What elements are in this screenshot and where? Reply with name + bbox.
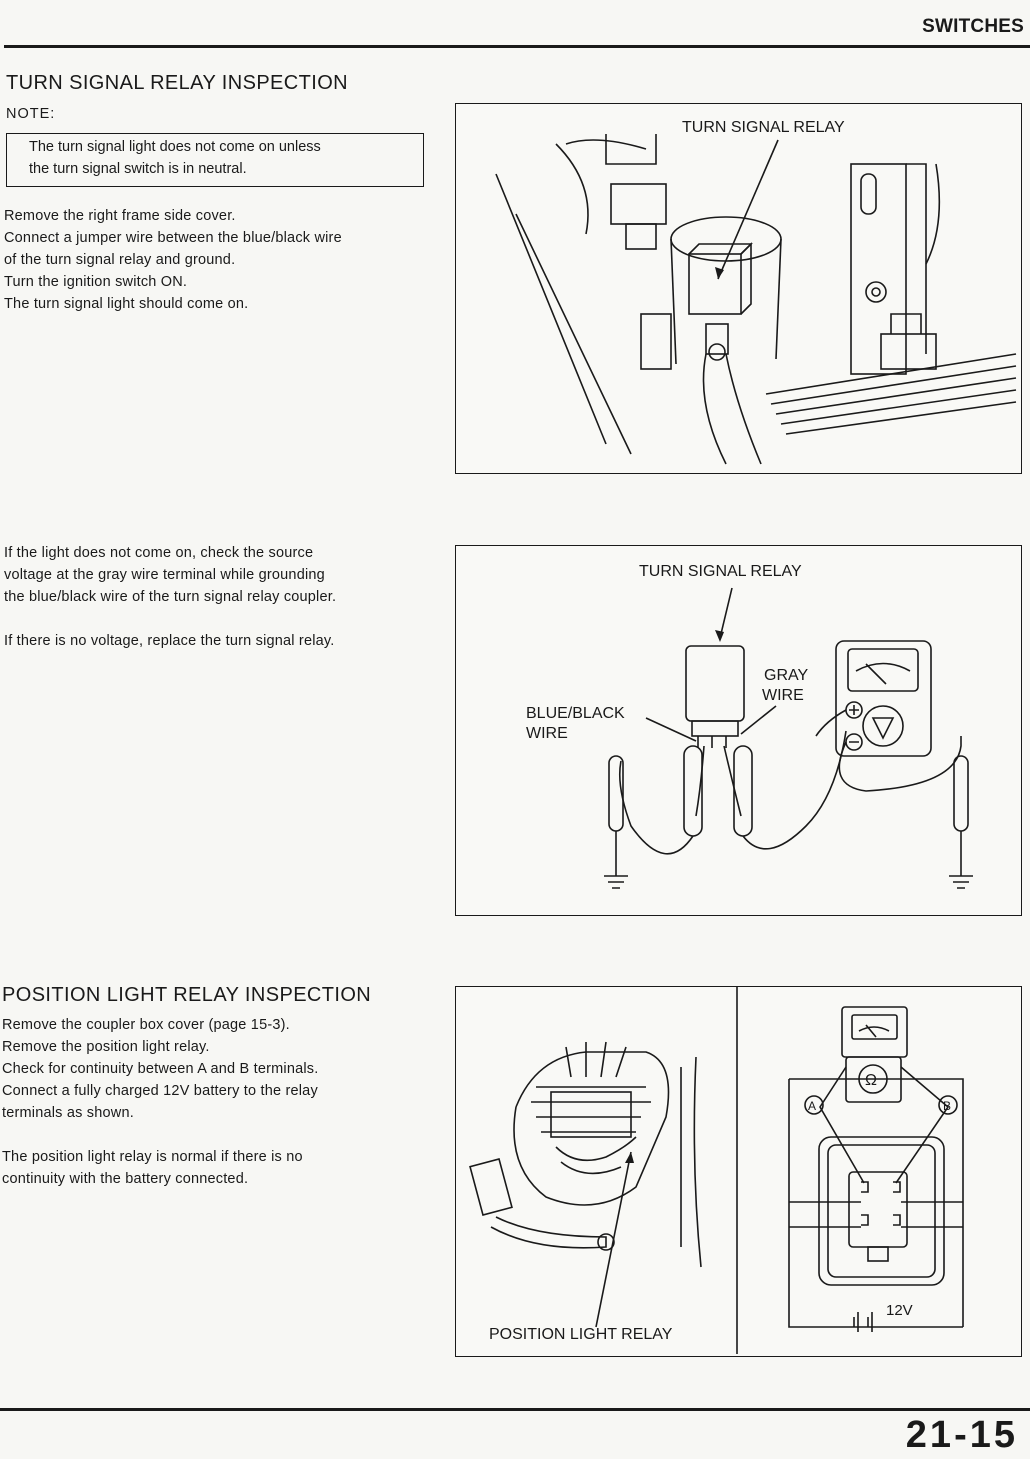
footer-rule: [0, 1408, 1030, 1411]
note-line: the turn signal switch is in neutral.: [29, 161, 247, 177]
position-light-heading: POSITION LIGHT RELAY INSPECTION: [2, 984, 372, 1006]
step-line: Remove the coupler box cover (page 15-3)…: [2, 1017, 290, 1033]
section-title: SWITCHES: [922, 16, 1024, 37]
figure-voltage-check: TURN SIGNAL RELAY GRAY WIRE BLUE/BLACK W…: [455, 545, 1022, 916]
note-line: The turn signal light does not come on u…: [29, 139, 321, 155]
step-line: Remove the right frame side cover.: [4, 208, 236, 224]
ohm-symbol: Ω: [865, 1072, 877, 1089]
relay-location-illustration: TURN SIGNAL RELAY: [495, 119, 1017, 465]
fig2-relay-label: TURN SIGNAL RELAY: [639, 563, 802, 580]
figure-position-light-relay: POSITION LIGHT RELAY A B 12V Ω: [455, 986, 1022, 1357]
fig3-relay-label: POSITION LIGHT RELAY: [489, 1326, 673, 1343]
check-line: the blue/black wire of the turn signal r…: [4, 589, 337, 605]
battery-label: 12V: [886, 1302, 913, 1319]
step-line: Turn the ignition switch ON.: [4, 274, 188, 290]
step-line: The turn signal light should come on.: [4, 296, 249, 312]
fig2-blue-label-1: BLUE/BLACK: [526, 705, 625, 722]
header-rule: [4, 45, 1030, 48]
fig1-relay-label: TURN SIGNAL RELAY: [682, 119, 845, 136]
note-label: NOTE:: [6, 106, 56, 122]
fig2-gray-label-1: GRAY: [764, 667, 808, 684]
step-line: terminals as shown.: [2, 1105, 134, 1121]
page-number: 21-15: [905, 1414, 1018, 1456]
fig2-blue-label-2: WIRE: [526, 725, 568, 742]
result-line: continuity with the battery connected.: [2, 1171, 249, 1187]
note-box: The turn signal light does not come on u…: [6, 133, 424, 187]
voltage-check-text: If the light does not come on, check the…: [4, 542, 424, 608]
terminal-a-label: A: [808, 1099, 816, 1113]
position-light-steps: Remove the coupler box cover (page 15-3)…: [2, 1014, 422, 1124]
position-light-result: The position light relay is normal if th…: [2, 1146, 422, 1190]
position-light-diagram: POSITION LIGHT RELAY A B 12V Ω: [469, 987, 964, 1354]
result-line: The position light relay is normal if th…: [2, 1149, 303, 1165]
voltage-check-diagram: TURN SIGNAL RELAY GRAY WIRE BLUE/BLACK W…: [526, 563, 973, 889]
step-line: Check for continuity between A and B ter…: [2, 1061, 319, 1077]
check-line: voltage at the gray wire terminal while …: [4, 567, 325, 583]
replace-text: If there is no voltage, replace the turn…: [4, 633, 335, 649]
step-line: of the turn signal relay and ground.: [4, 252, 236, 268]
fig2-gray-label-2: WIRE: [762, 687, 804, 704]
figure-turn-signal-relay-location: TURN SIGNAL RELAY: [455, 103, 1022, 474]
terminal-b-label: B: [943, 1099, 951, 1113]
step-line: Connect a jumper wire between the blue/b…: [4, 230, 342, 246]
check-line: If the light does not come on, check the…: [4, 545, 314, 561]
step-line: Remove the position light relay.: [2, 1039, 210, 1055]
turn-signal-steps: Remove the right frame side cover. Conne…: [4, 205, 424, 315]
step-line: Connect a fully charged 12V battery to t…: [2, 1083, 318, 1099]
turn-signal-heading: TURN SIGNAL RELAY INSPECTION: [6, 72, 349, 94]
